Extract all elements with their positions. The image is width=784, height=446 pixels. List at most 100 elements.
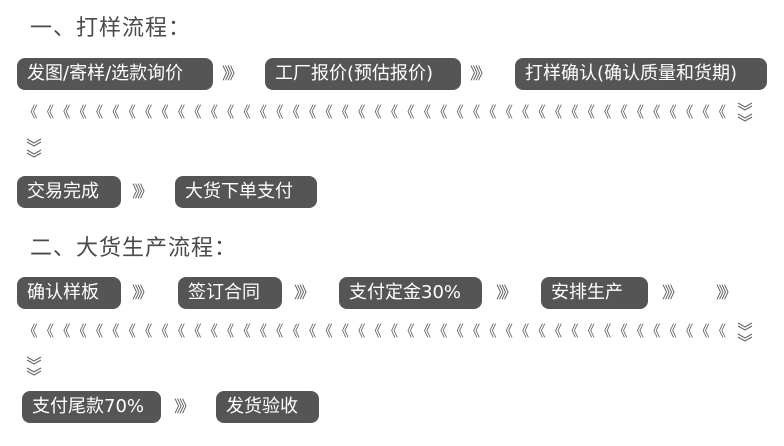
- arrow-left-row: 《《《《《《《《《《《《《《《《《《《《《《《《《《《《《《《《《《《《《《《《…: [22, 320, 727, 341]
- arrow-left-icon: 《: [121, 322, 137, 340]
- step-pay-balance: 支付尾款70%: [22, 391, 161, 423]
- step-factory-quote: 工厂报价(预估报价): [265, 58, 461, 90]
- arrow-left-icon: 《: [432, 103, 448, 121]
- arrow-left-icon: 《: [301, 103, 317, 121]
- arrow-left-icon: 《: [39, 322, 55, 340]
- arrow-left-icon: 《: [694, 103, 710, 121]
- double-chevron-down-icon: [26, 138, 42, 158]
- arrow-left-icon: 《: [366, 103, 382, 121]
- arrow-left-icon: 《: [661, 103, 677, 121]
- arrow-left-icon: 《: [416, 322, 432, 340]
- arrow-right-icon: 》》: [132, 283, 153, 302]
- arrow-left-icon: 《: [596, 103, 612, 121]
- arrow-right-icon: 》》: [470, 64, 491, 83]
- arrow-left-icon: 《: [629, 103, 645, 121]
- arrow-left-icon: 《: [235, 322, 251, 340]
- step-sign-contract: 签订合同: [178, 277, 282, 309]
- arrow-left-icon: 《: [202, 322, 218, 340]
- step-confirm-sample: 确认样板: [17, 277, 121, 309]
- arrow-left-icon: 《: [645, 103, 661, 121]
- arrow-left-icon: 《: [219, 103, 235, 121]
- arrow-left-icon: 《: [694, 322, 710, 340]
- step-bulk-order-pay: 大货下单支付: [175, 176, 317, 208]
- arrow-left-icon: 《: [186, 322, 202, 340]
- arrow-left-icon: 《: [104, 322, 120, 340]
- arrow-left-icon: 《: [629, 322, 645, 340]
- arrow-left-icon: 《: [88, 103, 104, 121]
- arrow-left-icon: 《: [71, 322, 87, 340]
- arrow-left-icon: 《: [55, 322, 71, 340]
- arrow-left-icon: 《: [498, 322, 514, 340]
- arrow-left-icon: 《: [268, 322, 284, 340]
- arrow-left-icon: 《: [612, 103, 628, 121]
- arrow-left-icon: 《: [563, 322, 579, 340]
- arrow-left-icon: 《: [514, 322, 530, 340]
- arrow-left-icon: 《: [88, 322, 104, 340]
- arrow-left-icon: 《: [465, 322, 481, 340]
- arrow-right-icon: 》》: [662, 283, 683, 302]
- arrow-right-icon: 》》: [222, 64, 243, 83]
- arrow-left-icon: 《: [350, 103, 366, 121]
- arrow-left-icon: 《: [55, 103, 71, 121]
- arrow-left-icon: 《: [416, 103, 432, 121]
- step-pay-deposit: 支付定金30%: [339, 277, 482, 309]
- arrow-left-icon: 《: [235, 103, 251, 121]
- arrow-right-icon: 》》: [132, 182, 153, 201]
- arrow-left-icon: 《: [711, 322, 727, 340]
- arrow-left-icon: 《: [252, 103, 268, 121]
- arrow-left-icon: 《: [317, 322, 333, 340]
- arrow-left-icon: 《: [22, 103, 38, 121]
- arrow-left-icon: 《: [153, 103, 169, 121]
- double-chevron-down-icon: [737, 102, 753, 122]
- arrow-right-icon: 》》: [496, 283, 517, 302]
- arrow-left-icon: 《: [711, 103, 727, 121]
- arrow-left-icon: 《: [334, 322, 350, 340]
- arrow-left-icon: 《: [334, 103, 350, 121]
- arrow-left-icon: 《: [202, 103, 218, 121]
- arrow-left-icon: 《: [448, 322, 464, 340]
- arrow-left-icon: 《: [579, 322, 595, 340]
- arrow-left-icon: 《: [612, 322, 628, 340]
- arrow-left-icon: 《: [284, 103, 300, 121]
- arrow-left-icon: 《: [39, 103, 55, 121]
- arrow-left-icon: 《: [661, 322, 677, 340]
- step-trade-complete: 交易完成: [17, 176, 121, 208]
- arrow-left-icon: 《: [121, 103, 137, 121]
- arrow-left-icon: 《: [301, 322, 317, 340]
- arrow-left-icon: 《: [137, 103, 153, 121]
- step-arrange-production: 安排生产: [541, 277, 648, 309]
- arrow-left-icon: 《: [252, 322, 268, 340]
- arrow-right-icon: 》》: [294, 283, 315, 302]
- arrow-left-icon: 《: [678, 103, 694, 121]
- arrow-left-icon: 《: [465, 103, 481, 121]
- arrow-left-icon: 《: [170, 103, 186, 121]
- bulk-production-title: 二、大货生产流程：: [30, 236, 238, 261]
- arrow-left-icon: 《: [481, 103, 497, 121]
- arrow-left-icon: 《: [399, 322, 415, 340]
- arrow-left-icon: 《: [186, 103, 202, 121]
- arrow-left-icon: 《: [432, 322, 448, 340]
- arrow-left-icon: 《: [399, 103, 415, 121]
- arrow-left-icon: 《: [104, 103, 120, 121]
- arrow-left-icon: 《: [71, 103, 87, 121]
- sample-process-title: 一、打样流程：: [30, 16, 192, 41]
- arrow-left-icon: 《: [514, 103, 530, 121]
- arrow-left-icon: 《: [22, 322, 38, 340]
- arrow-left-icon: 《: [448, 103, 464, 121]
- arrow-left-icon: 《: [317, 103, 333, 121]
- arrow-left-icon: 《: [498, 103, 514, 121]
- arrow-left-icon: 《: [137, 322, 153, 340]
- step-ship-inspect: 发货验收: [216, 391, 319, 423]
- arrow-left-icon: 《: [645, 322, 661, 340]
- arrow-right-icon: 》》: [174, 397, 195, 416]
- step-sample-confirm: 打样确认(确认质量和货期): [515, 58, 767, 90]
- arrow-left-icon: 《: [530, 322, 546, 340]
- arrow-left-icon: 《: [153, 322, 169, 340]
- arrow-left-icon: 《: [579, 103, 595, 121]
- arrow-left-icon: 《: [547, 103, 563, 121]
- arrow-left-row: 《《《《《《《《《《《《《《《《《《《《《《《《《《《《《《《《《《《《《《《《…: [22, 101, 727, 122]
- step-send-image: 发图/寄样/选款询价: [17, 58, 213, 90]
- arrow-left-icon: 《: [596, 322, 612, 340]
- double-chevron-down-icon: [26, 356, 42, 376]
- arrow-left-icon: 《: [481, 322, 497, 340]
